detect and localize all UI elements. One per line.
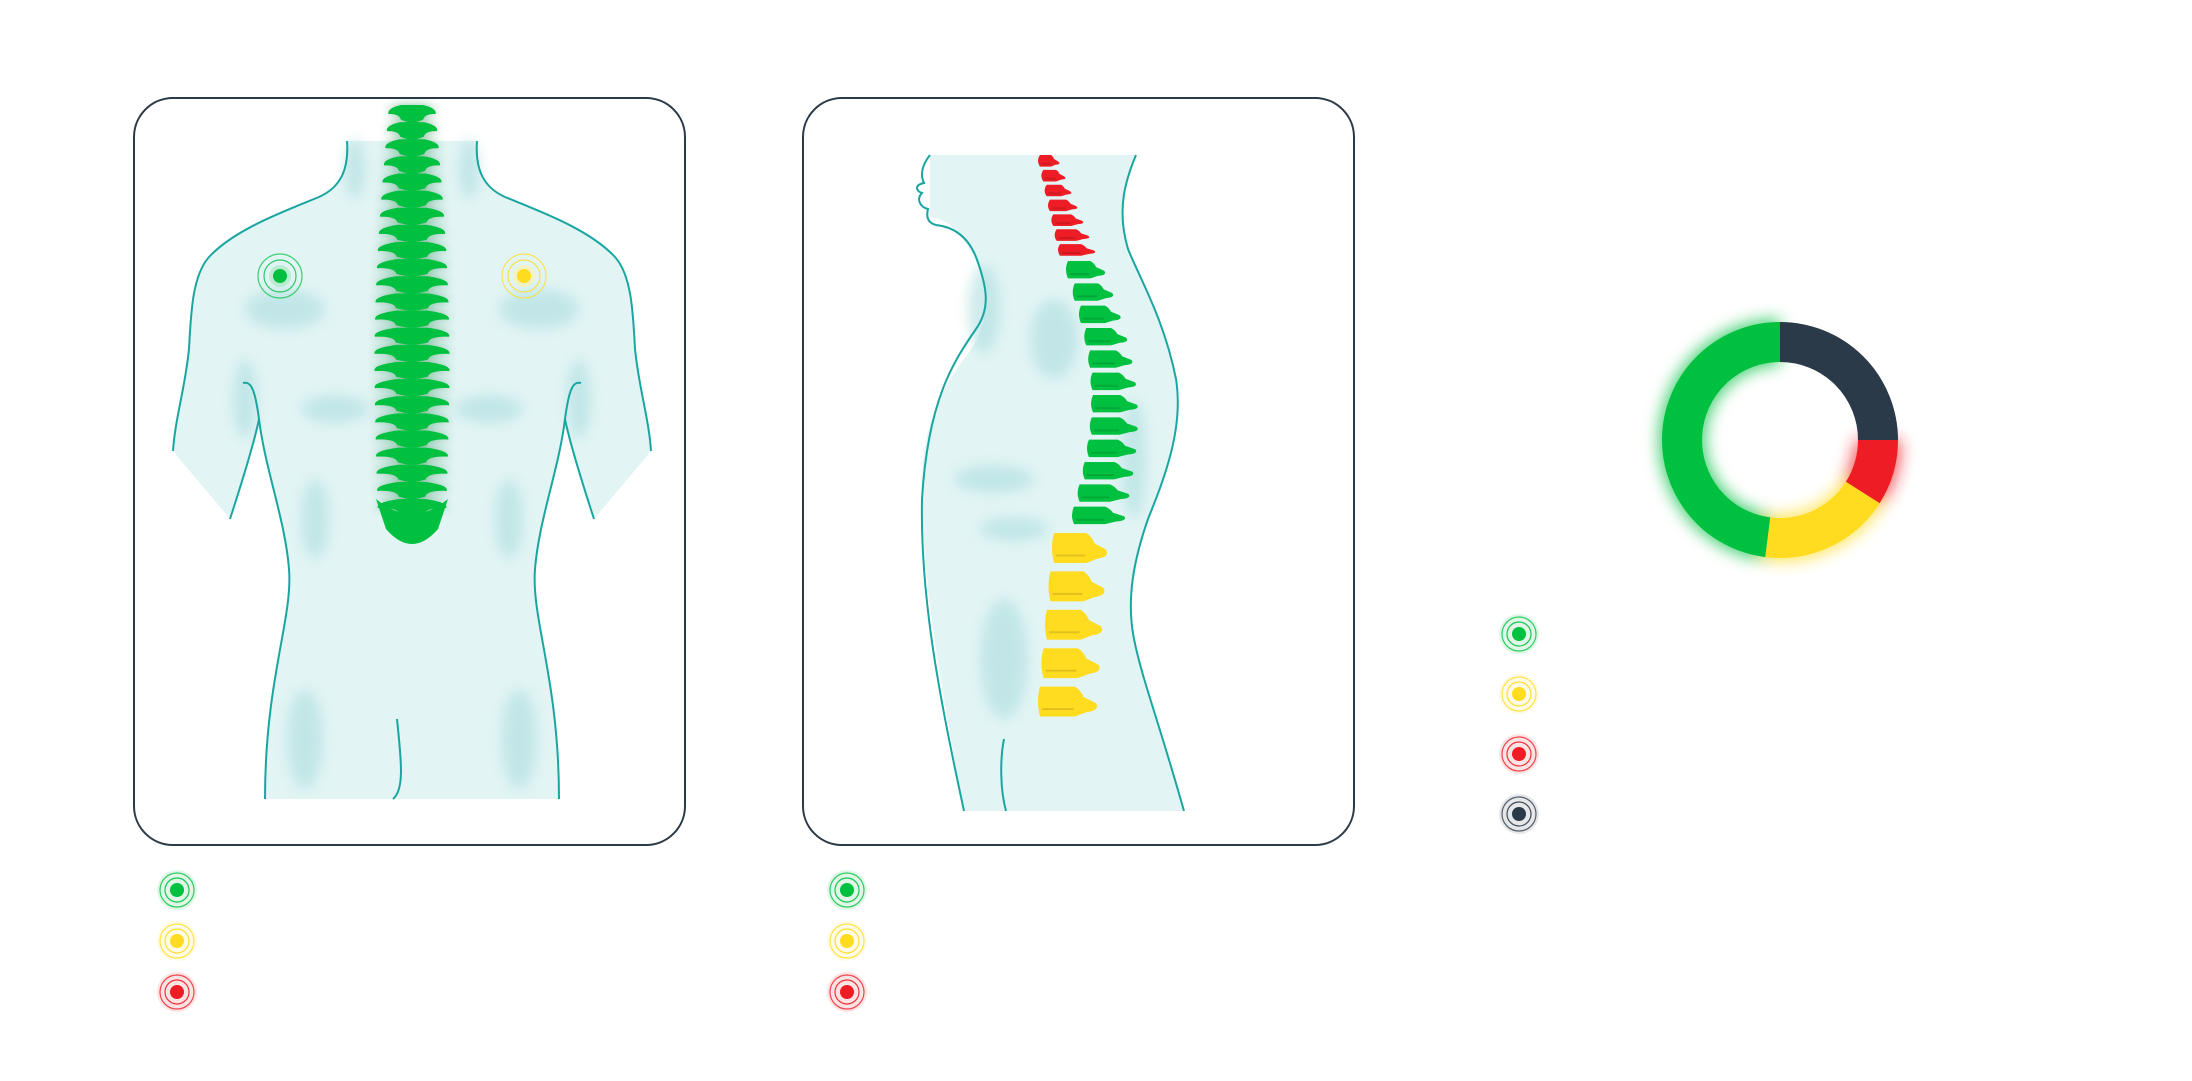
side-vertebra — [1072, 283, 1114, 301]
back-vertebra — [375, 310, 449, 328]
back-view-legend — [155, 868, 215, 1018]
donut-slice-green — [1662, 322, 1781, 558]
back-view-panel — [133, 97, 686, 846]
legend-dot-yellow — [825, 919, 869, 963]
back-vertebra — [375, 293, 449, 311]
back-vertebra — [385, 139, 439, 157]
side-vertebra — [1066, 261, 1106, 279]
back-vertebra — [377, 481, 447, 500]
back-vertebra — [388, 105, 436, 123]
marker-left-shoulder[interactable] — [257, 253, 303, 299]
back-vertebra — [377, 499, 447, 517]
side-vertebra — [1048, 571, 1105, 602]
side-body-figure — [916, 154, 1185, 812]
back-vertebra — [375, 413, 449, 431]
side-vertebra — [1077, 484, 1130, 502]
legend-dot-yellow — [155, 919, 199, 963]
back-vertebra — [379, 207, 445, 226]
back-vertebra — [386, 122, 438, 140]
side-vertebra — [1054, 229, 1090, 241]
back-vertebra — [374, 379, 450, 397]
marker-right-shoulder[interactable] — [501, 253, 547, 299]
back-vertebra — [376, 259, 448, 277]
side-spine — [1038, 155, 1138, 717]
side-vertebra — [1058, 244, 1096, 256]
side-spine-cervical — [1038, 155, 1096, 256]
donut-slice-red — [1845, 439, 1898, 504]
back-vertebra — [382, 173, 442, 191]
back-muscle-shading — [233, 139, 591, 789]
back-vertebra — [383, 156, 441, 174]
back-vertebra — [374, 396, 450, 414]
side-vertebra — [1072, 506, 1125, 525]
side-vertebra — [1041, 648, 1100, 679]
side-vertebra — [1090, 372, 1136, 391]
legend-dot-red — [825, 970, 869, 1014]
side-vertebra — [1088, 350, 1133, 368]
legend-dot-dark — [1497, 792, 1541, 836]
back-vertebra — [376, 447, 448, 465]
side-vertebra — [1044, 184, 1072, 197]
legend-dot-red — [155, 970, 199, 1014]
side-vertebra — [1086, 439, 1137, 458]
back-sacrum — [376, 499, 448, 544]
side-vertebra — [1038, 155, 1060, 167]
side-vertebra — [1091, 395, 1138, 413]
back-spine — [374, 105, 450, 544]
side-view-legend — [825, 868, 885, 1018]
side-vertebra — [1089, 417, 1138, 435]
back-vertebra — [376, 464, 448, 482]
back-vertebra — [378, 224, 446, 243]
back-vertebra — [374, 344, 450, 363]
donut-legend — [1497, 612, 1557, 834]
side-body-outline — [916, 154, 1185, 812]
donut-slice-yellow — [1765, 481, 1880, 558]
back-vertebra — [377, 242, 447, 260]
back-vertebra — [375, 430, 449, 448]
side-vertebra — [1078, 305, 1121, 324]
side-vertebra — [1052, 533, 1107, 563]
side-vertebra — [1038, 686, 1097, 717]
side-spine-thoracic — [1066, 261, 1138, 525]
back-vertebra — [376, 276, 448, 294]
legend-dot-green — [155, 868, 199, 912]
side-vertebra — [1041, 169, 1066, 182]
back-body-outline — [172, 140, 652, 800]
legend-dot-green — [825, 868, 869, 912]
status-donut-chart — [1659, 319, 1901, 561]
donut-slice-dark — [1779, 322, 1898, 441]
back-vertebra — [374, 327, 450, 345]
side-vertebra — [1045, 609, 1102, 640]
back-vertebra — [381, 190, 443, 208]
legend-dot-yellow — [1497, 672, 1541, 716]
side-vertebra — [1082, 462, 1134, 480]
back-shoulder-markers — [257, 253, 547, 299]
side-vertebra — [1084, 328, 1128, 346]
side-spine-lumbar — [1038, 533, 1107, 717]
side-vertebra — [1051, 214, 1084, 227]
side-vertebra — [1048, 199, 1078, 212]
back-vertebra — [374, 361, 450, 380]
back-body-figure — [172, 105, 652, 800]
side-view-panel — [802, 97, 1355, 846]
legend-dot-red — [1497, 732, 1541, 776]
legend-dot-green — [1497, 612, 1541, 656]
